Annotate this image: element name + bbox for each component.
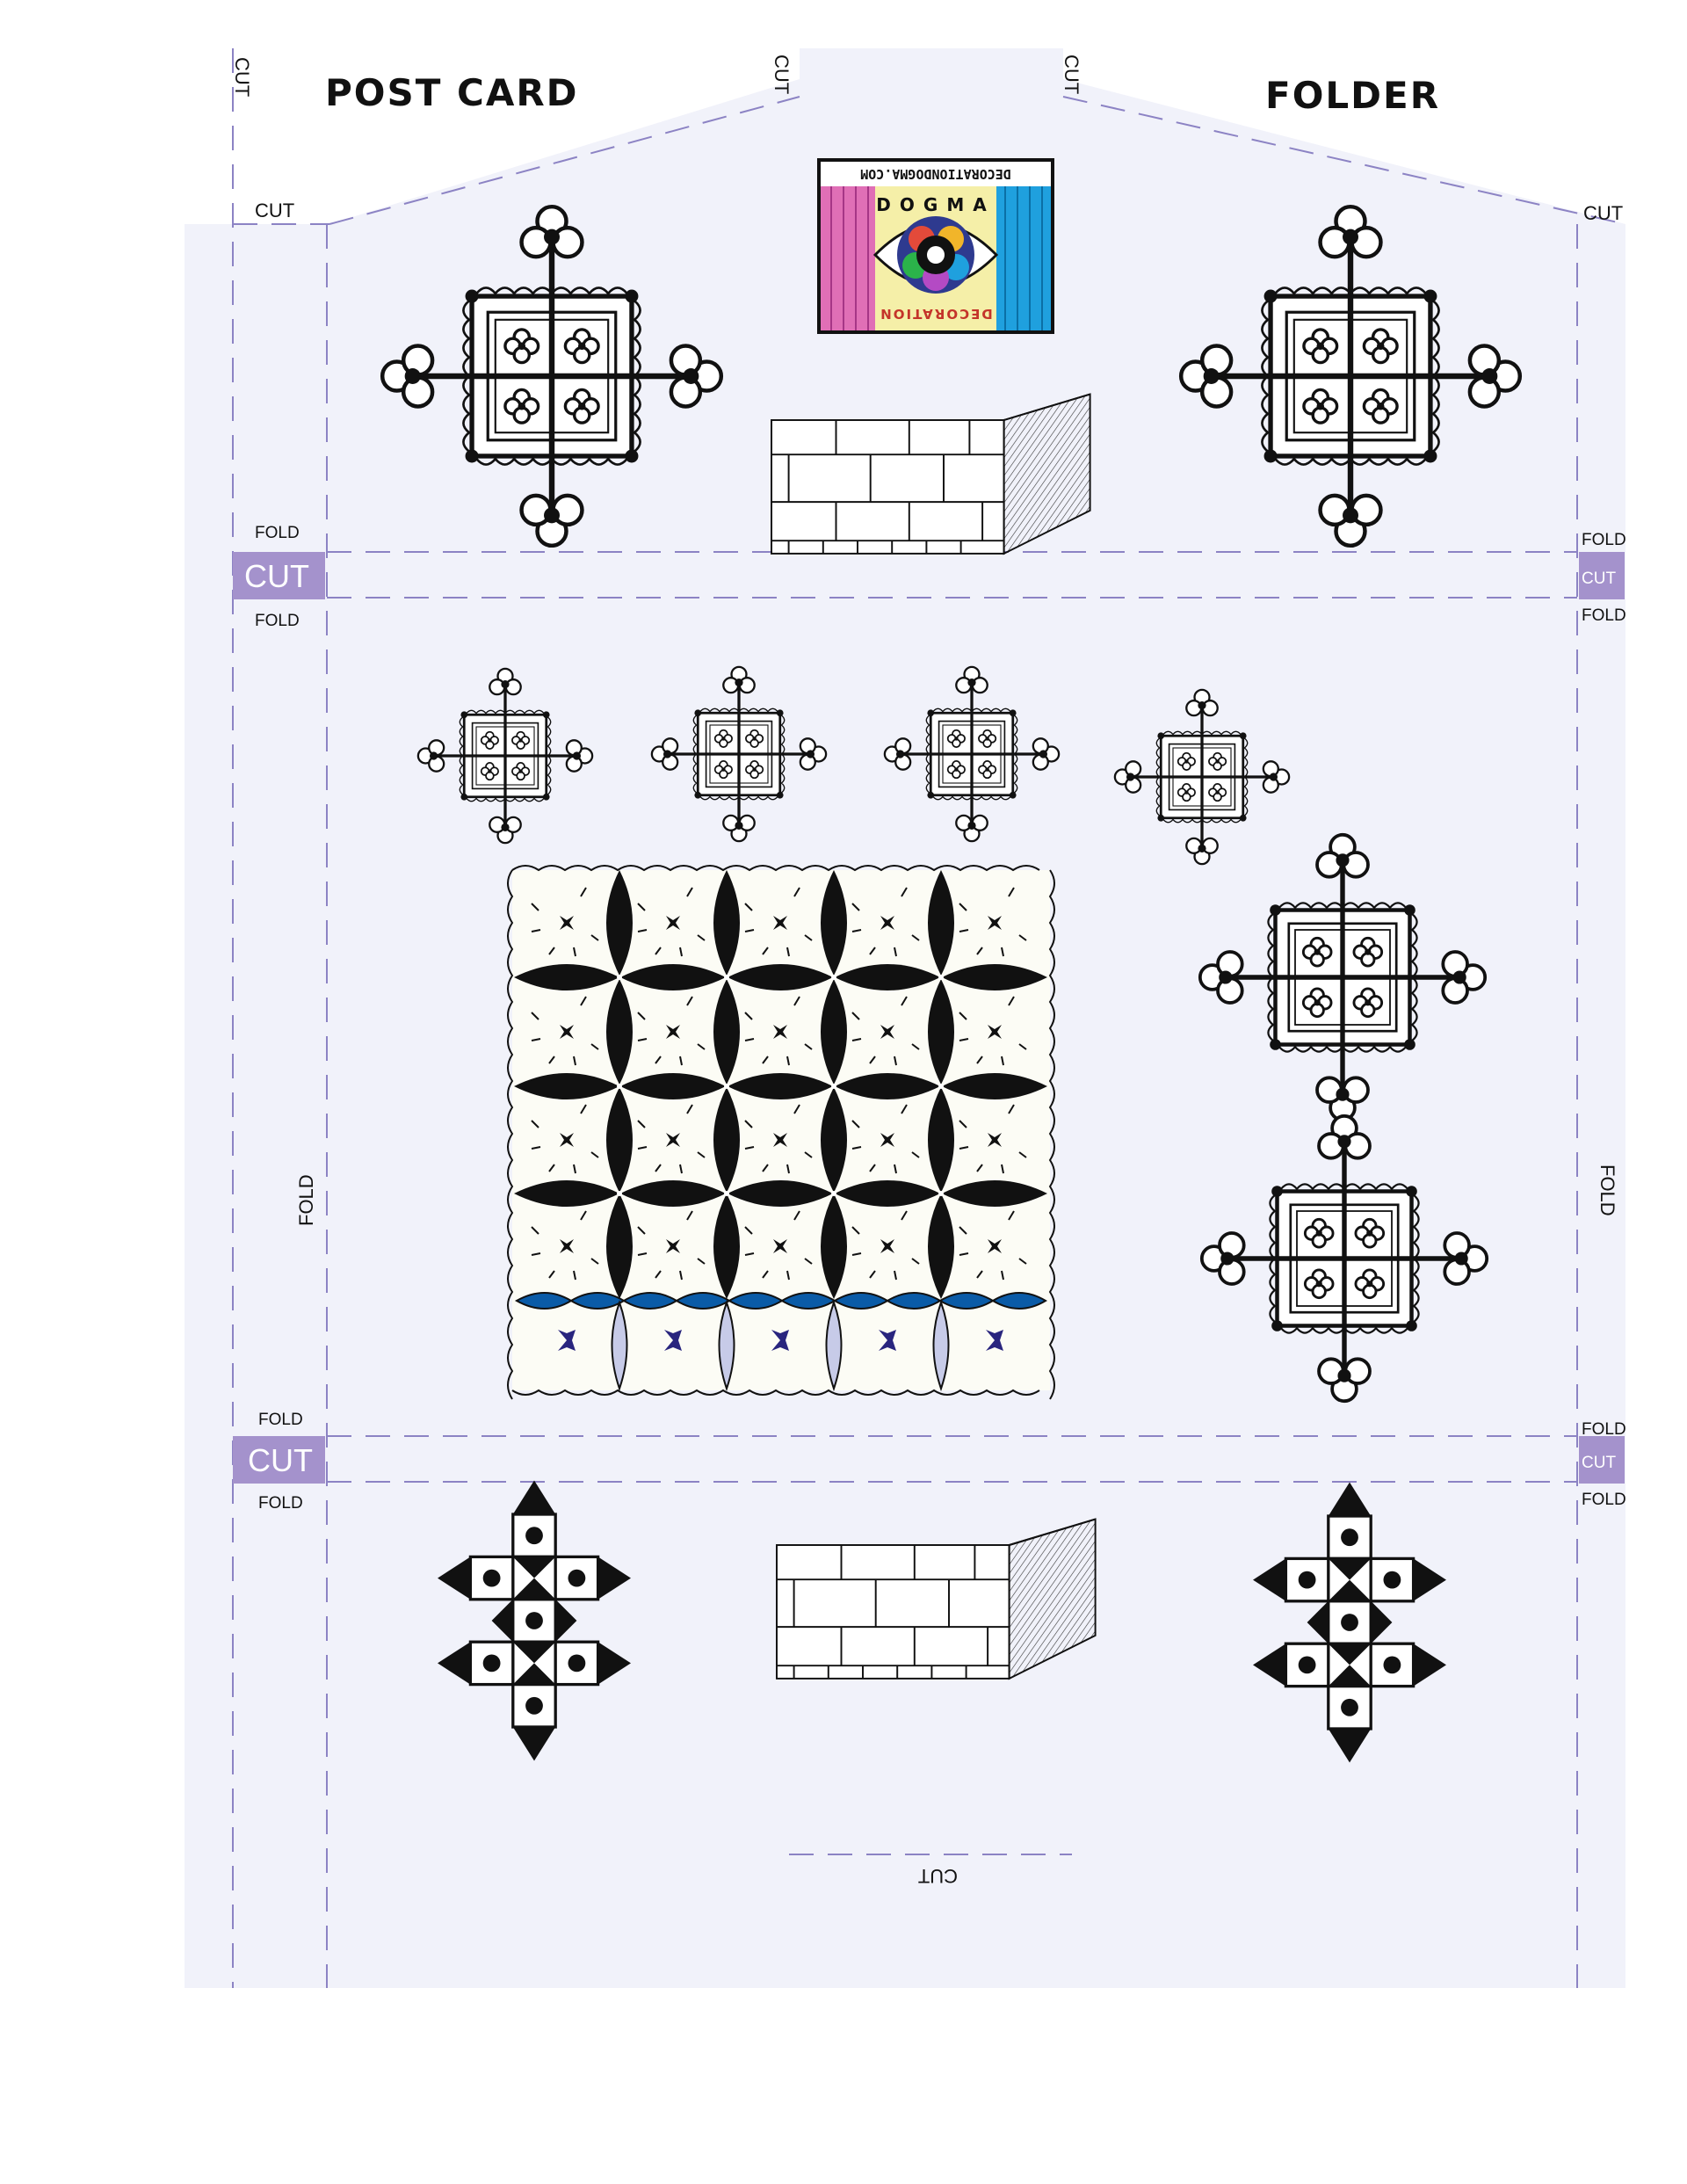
cut-tab-left-bottom [233, 1436, 325, 1484]
cut-tab-text-right-top: CUT [1582, 570, 1616, 588]
fold-label-8: FOLD [1582, 1491, 1626, 1509]
fold-label-3: FOLD [1582, 531, 1626, 549]
post-card-title: POST CARD [325, 71, 579, 114]
logo-website: DECORATIONDOGMA.COM [860, 166, 1011, 182]
guide-lines [232, 48, 1626, 1988]
fold-label-vertical-left: FOLD [295, 1174, 317, 1226]
tile-pattern-icon [507, 865, 1055, 1400]
cut-label-vertical-2: CUT [771, 54, 793, 94]
fold-label-4: FOLD [1582, 606, 1626, 625]
fold-label-7: FOLD [1582, 1420, 1626, 1439]
cut-tab-right-top [1579, 552, 1625, 599]
logo-word-bottom: DECORATION [879, 306, 993, 322]
cut-tab-left-top [233, 552, 325, 599]
fold-label-6: FOLD [258, 1494, 303, 1513]
cut-tab-right-bottom [1579, 1436, 1625, 1484]
fold-label-2: FOLD [255, 612, 300, 630]
cut-label-top-right: CUT [1583, 202, 1623, 224]
folder-title: FOLDER [1265, 74, 1440, 117]
left-tab [227, 48, 323, 224]
cut-tab-text-left-top: CUT [244, 558, 309, 594]
cut-tab-text-right-bottom: CUT [1582, 1454, 1616, 1472]
fold-label-5: FOLD [258, 1411, 303, 1429]
cut-label-vertical-3: CUT [1061, 54, 1082, 94]
eye-logo-icon: DECORATIONDOGMA.COM DOGMA DECORATION [817, 158, 1054, 334]
cut-tab-text-left-bottom: CUT [248, 1442, 313, 1478]
cut-label-vertical-1: CUT [231, 57, 253, 97]
cut-label-top-left: CUT [255, 200, 294, 221]
logo-word-top: DOGMA [876, 194, 995, 215]
fold-label-vertical-right: FOLD [1596, 1165, 1618, 1216]
cut-label-bottom: CUT [918, 1865, 958, 1887]
fold-label-1: FOLD [255, 524, 300, 542]
